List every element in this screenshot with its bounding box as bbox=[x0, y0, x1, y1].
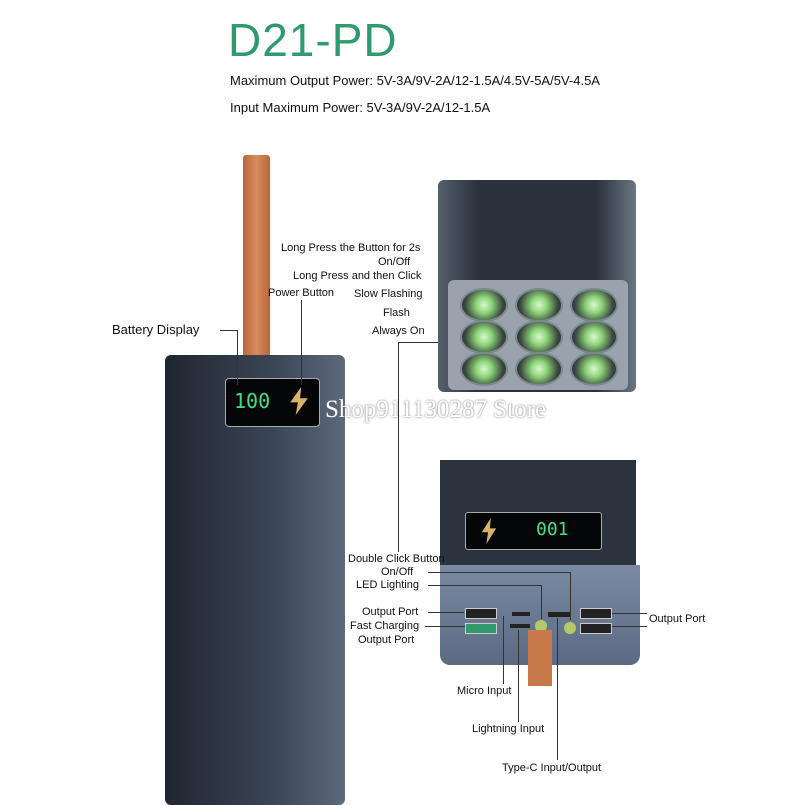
label-on-off-2: On/Off bbox=[381, 566, 414, 578]
lightning-icon bbox=[290, 387, 308, 415]
led-icon bbox=[515, 320, 563, 354]
label-output-port-left: Output Port bbox=[362, 606, 419, 618]
led-icon bbox=[460, 352, 508, 386]
micro-port bbox=[512, 612, 530, 616]
strap bbox=[528, 630, 552, 686]
lightning-port bbox=[510, 624, 530, 628]
led-button bbox=[535, 620, 547, 632]
product-title: D21-PD bbox=[228, 14, 398, 66]
label-on-off: On/Off bbox=[378, 256, 411, 268]
label-micro-input: Micro Input bbox=[457, 685, 512, 697]
led-icon bbox=[460, 288, 508, 322]
label-long-press: Long Press the Button for 2s bbox=[281, 242, 421, 254]
strap bbox=[243, 155, 270, 365]
led-icon bbox=[460, 320, 508, 354]
battery-digits: 100 bbox=[234, 389, 271, 413]
label-fast-output-port: Output Port bbox=[358, 634, 415, 646]
usb-port bbox=[580, 623, 612, 634]
label-flash: Flash bbox=[383, 307, 410, 319]
usb-port bbox=[580, 608, 612, 619]
power-bank-front bbox=[165, 355, 345, 805]
label-long-press-click: Long Press and then Click bbox=[293, 270, 422, 282]
label-type-c: Type-C Input/Output bbox=[502, 762, 602, 774]
spec-input: Input Maximum Power: 5V-3A/9V-2A/12-1.5A bbox=[230, 100, 491, 115]
lightning-icon bbox=[481, 518, 497, 544]
usb-port bbox=[465, 608, 497, 619]
power-button bbox=[564, 622, 576, 634]
top-digits: 001 bbox=[536, 519, 569, 540]
led-icon bbox=[515, 288, 563, 322]
label-battery-display: Battery Display bbox=[112, 322, 200, 337]
label-slow-flashing: Slow Flashing bbox=[354, 288, 423, 300]
led-icon bbox=[570, 352, 618, 386]
label-always-on: Always On bbox=[372, 325, 425, 337]
led-icon bbox=[570, 320, 618, 354]
led-icon bbox=[570, 288, 618, 322]
fast-usb-port bbox=[465, 623, 497, 634]
label-led-lighting: LED Lighting bbox=[356, 579, 419, 591]
type-c-port bbox=[548, 612, 570, 617]
top-display: 001 bbox=[465, 512, 602, 550]
watermark: Shop911130287 Store bbox=[325, 396, 547, 423]
label-output-port-right: Output Port bbox=[649, 613, 706, 625]
label-fast-charging: Fast Charging bbox=[350, 620, 420, 632]
label-power-button: Power Button bbox=[268, 287, 335, 299]
label-double-click: Double Click Button bbox=[348, 553, 445, 565]
label-lightning-input: Lightning Input bbox=[472, 723, 545, 735]
led-icon bbox=[515, 352, 563, 386]
battery-display: 100 bbox=[225, 378, 320, 427]
spec-output: Maximum Output Power: 5V-3A/9V-2A/12-1.5… bbox=[230, 73, 600, 88]
